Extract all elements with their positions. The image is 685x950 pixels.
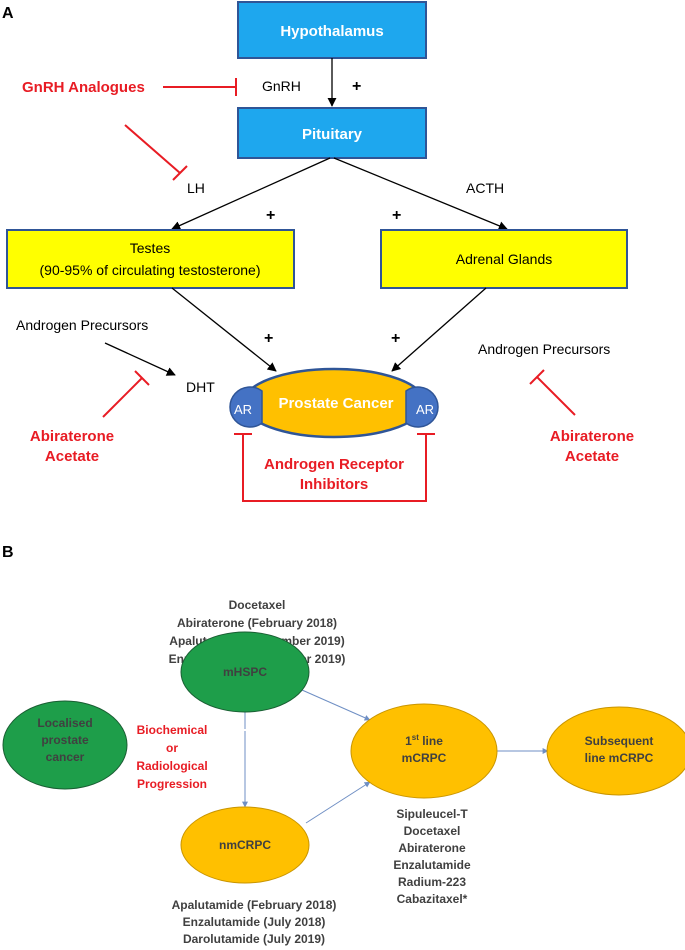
localised-label-1: Localised [37, 716, 92, 730]
nmcrpc-treatment-2: Darolutamide (July 2019) [183, 932, 325, 946]
first-line-treatment-5: Cabazitaxel* [397, 892, 468, 906]
abiraterone-right-sublabel: Acetate [565, 448, 619, 465]
mhspc-treatment-0: Docetaxel [229, 598, 286, 612]
first-line-treatments: Sipuleucel-T DocetaxelAbirateroneEnzaluta… [393, 807, 471, 906]
adrenal-plus: + [391, 330, 400, 347]
progression-line-1: or [166, 741, 178, 755]
panel-a: A Hypothalamus GnRH + GnRH Analogues Pit… [2, 1, 634, 502]
first-line-label: 1st line [405, 733, 443, 748]
pituitary-label: Pituitary [302, 126, 363, 143]
subsequent-label: Subsequent [585, 734, 654, 748]
mhspc-label: mHSPC [223, 665, 267, 679]
ar-inhibitors-bracket [242, 434, 427, 502]
first-line-sublabel: mCRPC [402, 751, 447, 765]
progression-line-2: Radiological [136, 759, 207, 773]
adrenal-box [380, 229, 628, 289]
androgen-precursors-right: Androgen Precursors [478, 341, 610, 357]
localised-label-3: cancer [46, 750, 85, 764]
lh-inhibit-line [124, 124, 181, 174]
gnrh-plus: + [352, 78, 361, 95]
lh-plus: + [266, 207, 275, 224]
nmcrpc-to-first-line-arrow [305, 781, 371, 824]
abiraterone-right-label: Abiraterone [550, 428, 634, 445]
abiraterone-left-sublabel: Acetate [45, 448, 99, 465]
abiraterone-right-inhibit-bar [529, 369, 545, 385]
lh-label: LH [187, 180, 205, 196]
testes-plus: + [264, 330, 273, 347]
dht-label: DHT [186, 379, 215, 395]
adrenal-to-prostate-arrow [391, 287, 487, 372]
nmcrpc-treatment-0: Apalutamide (February 2018) [172, 898, 337, 912]
localised-prostate-cancer-node [2, 700, 128, 790]
ar-left-label: AR [234, 402, 252, 417]
nmcrpc-node [180, 806, 310, 884]
lh-inhibit-bar [172, 165, 188, 181]
ar-inhibitors-label: Androgen Receptor [264, 456, 404, 473]
subsequent-sublabel: line mCRPC [585, 751, 654, 765]
first-line-treatment-0: Sipuleucel-T [396, 807, 468, 821]
nmcrpc-treatment-1: Enzalutamide (July 2018) [183, 915, 326, 929]
lh-arrow [171, 157, 331, 230]
first-line-superscript: st [412, 733, 419, 742]
testes-label: Testes [130, 240, 170, 256]
acth-arrow [333, 157, 508, 231]
abiraterone-left-label: Abiraterone [30, 428, 114, 445]
adrenal-label: Adrenal Glands [456, 251, 553, 267]
ar-inhibitors-sublabel: Inhibitors [300, 476, 368, 493]
mhspc-treatment-1: Abiraterone (February 2018) [177, 616, 337, 630]
abiraterone-right-inhibit-line [536, 376, 576, 416]
gnrh-analogues-label: GnRH Analogues [22, 79, 145, 96]
testes-box [6, 229, 295, 289]
first-line-treatment-4: Radium-223 [398, 875, 466, 889]
acth-label: ACTH [466, 180, 504, 196]
androgen-precursors-left: Androgen Precursors [16, 317, 148, 333]
progression-line-3: Progression [137, 777, 207, 791]
first-line-treatment-1: Docetaxel [404, 824, 461, 838]
mhspc-node [180, 631, 310, 713]
gnrh-label: GnRH [262, 78, 301, 94]
abiraterone-left-inhibit-line [102, 377, 143, 418]
ar-right-receptor [405, 386, 439, 428]
testes-sublabel: (90-95% of circulating testosterone) [40, 262, 261, 278]
first-line-word: line [419, 734, 443, 748]
nmcrpc-label: nmCRPC [219, 838, 271, 852]
first-line-treatment-3: Enzalutamide [393, 858, 471, 872]
precursors-to-dht-arrow [104, 342, 176, 376]
first-line-mcrpc-node [350, 703, 498, 799]
panel-a-label: A [2, 5, 14, 22]
first-line-treatment-2: Abiraterone [398, 841, 466, 855]
hypothalamus-label: Hypothalamus [280, 23, 383, 40]
testes-to-prostate-arrow [171, 287, 277, 372]
hypothalamus-box [237, 1, 427, 59]
pituitary-box [237, 107, 427, 159]
mhspc-to-first-line-arrow [301, 689, 371, 721]
nmcrpc-treatments: Apalutamide (February 2018) Enzalutamide … [172, 898, 337, 946]
progression-line-0: Biochemical [137, 723, 208, 737]
ar-left-receptor [229, 386, 263, 428]
prostate-cancer-label: Prostate Cancer [278, 395, 393, 412]
ar-right-label: AR [416, 402, 434, 417]
acth-plus: + [392, 207, 401, 224]
first-line-number: 1 [405, 734, 412, 748]
panel-b-label: B [2, 544, 14, 561]
subsequent-mcrpc-node [546, 706, 685, 796]
localised-label-2: prostate [41, 733, 89, 747]
abiraterone-left-inhibit-bar [134, 370, 150, 386]
